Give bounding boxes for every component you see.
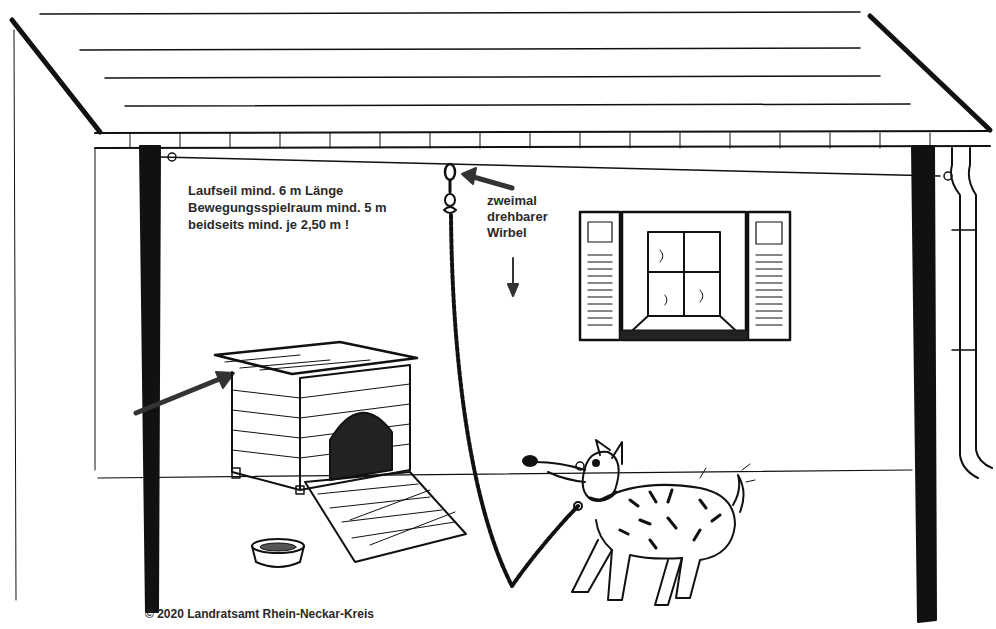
post-part — [912, 146, 936, 622]
window — [580, 212, 790, 340]
drainpipe-part — [969, 148, 992, 468]
window-part — [588, 255, 612, 325]
kennel-part — [215, 342, 417, 374]
kennel-part — [232, 468, 240, 478]
roof-part — [130, 133, 930, 148]
window-part — [648, 232, 720, 316]
dog-part — [620, 490, 720, 548]
window-part — [648, 271, 720, 273]
house-wall-part — [95, 148, 96, 470]
swivel-part — [445, 164, 455, 180]
roof-part — [40, 12, 860, 14]
dog-part — [596, 440, 622, 464]
house-wall-part — [98, 470, 912, 478]
dog-part — [733, 475, 744, 512]
arrow — [136, 168, 518, 413]
roof-part — [870, 16, 990, 130]
house-wall-part — [14, 30, 16, 600]
dog — [523, 440, 755, 605]
roof-part — [80, 48, 860, 50]
window-part — [756, 222, 782, 244]
dog-part — [535, 462, 585, 470]
post — [140, 146, 936, 622]
water-bowl-part — [252, 539, 304, 553]
dog-part — [574, 502, 582, 510]
running-rope — [160, 153, 952, 180]
roof-part — [95, 131, 990, 133]
window-part — [622, 212, 746, 340]
water-bowl — [252, 539, 304, 567]
dog-part — [548, 472, 585, 482]
dog-part — [596, 485, 735, 600]
window-part — [580, 212, 620, 340]
roof — [12, 12, 990, 148]
chain — [451, 215, 578, 586]
drainpipe-part — [951, 148, 978, 478]
dog-part — [572, 540, 682, 605]
running-rope-part — [160, 157, 940, 176]
window-part — [748, 212, 790, 340]
kennel-part — [330, 413, 392, 480]
side-note: beidseits mind. je 2,50 m ! — [188, 217, 448, 233]
chain-part — [451, 215, 578, 586]
rope-note: Laufseil mind. 6 m Länge — [188, 183, 428, 199]
arrow-part — [512, 258, 514, 285]
arrow-part — [136, 378, 222, 413]
kennel-part — [318, 484, 455, 545]
arrow-part — [508, 284, 518, 296]
dog-part — [523, 456, 537, 466]
copyright-note: © 2020 Landratsamt Rhein-Neckar-Kreis — [145, 606, 505, 622]
drainpipe-part — [952, 230, 976, 350]
roof-part — [95, 146, 990, 148]
roof-part — [125, 104, 910, 106]
kennel-part — [305, 472, 466, 562]
dog-part — [700, 464, 755, 482]
dog-part — [590, 492, 616, 500]
roof-part — [12, 20, 100, 132]
window-part — [756, 255, 782, 325]
movement-note: Bewegungsspielraum mind. 5 m — [188, 200, 448, 216]
window-part — [620, 330, 748, 340]
kennel-part — [232, 365, 410, 490]
kennel — [215, 342, 466, 562]
dog-part — [583, 452, 619, 501]
swivel — [444, 164, 456, 213]
roof-part — [105, 76, 880, 78]
water-bowl-part — [260, 543, 296, 551]
running-rope-part — [168, 153, 176, 161]
kennel-part — [225, 355, 370, 370]
arrow-part — [470, 176, 512, 188]
window-part — [588, 222, 612, 242]
swivel-part — [445, 194, 455, 206]
swivel-callout: zweimal drehbarer Wirbel — [487, 193, 559, 241]
post-part — [140, 146, 160, 612]
dog-part — [593, 460, 599, 466]
dog-part — [576, 462, 584, 470]
drainpipe — [951, 148, 992, 478]
swivel-part — [444, 207, 456, 213]
arrow-part — [462, 168, 476, 184]
kennel-part — [296, 486, 304, 494]
swivel-part — [449, 180, 452, 192]
window-part — [660, 250, 703, 305]
window-part — [683, 232, 685, 316]
